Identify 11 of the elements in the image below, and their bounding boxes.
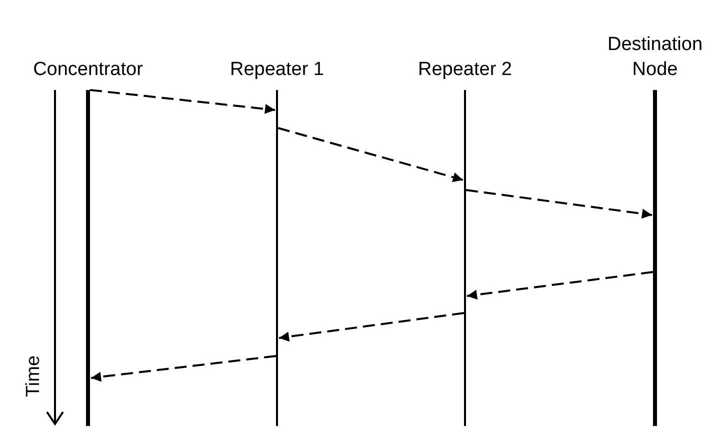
participant-label: Repeater 2 (416, 58, 513, 82)
participant-label: Concentrator (32, 58, 144, 82)
message-arrow (466, 189, 652, 219)
message-arrow (466, 271, 654, 300)
message-arrow (278, 312, 464, 342)
axis-label: Time (23, 357, 45, 397)
message-arrow (278, 127, 464, 182)
participant-label: Repeater 1 (228, 58, 325, 82)
participant-label: Destination Node (606, 33, 704, 82)
message-arrow (90, 355, 276, 382)
message-arrow (90, 89, 276, 114)
